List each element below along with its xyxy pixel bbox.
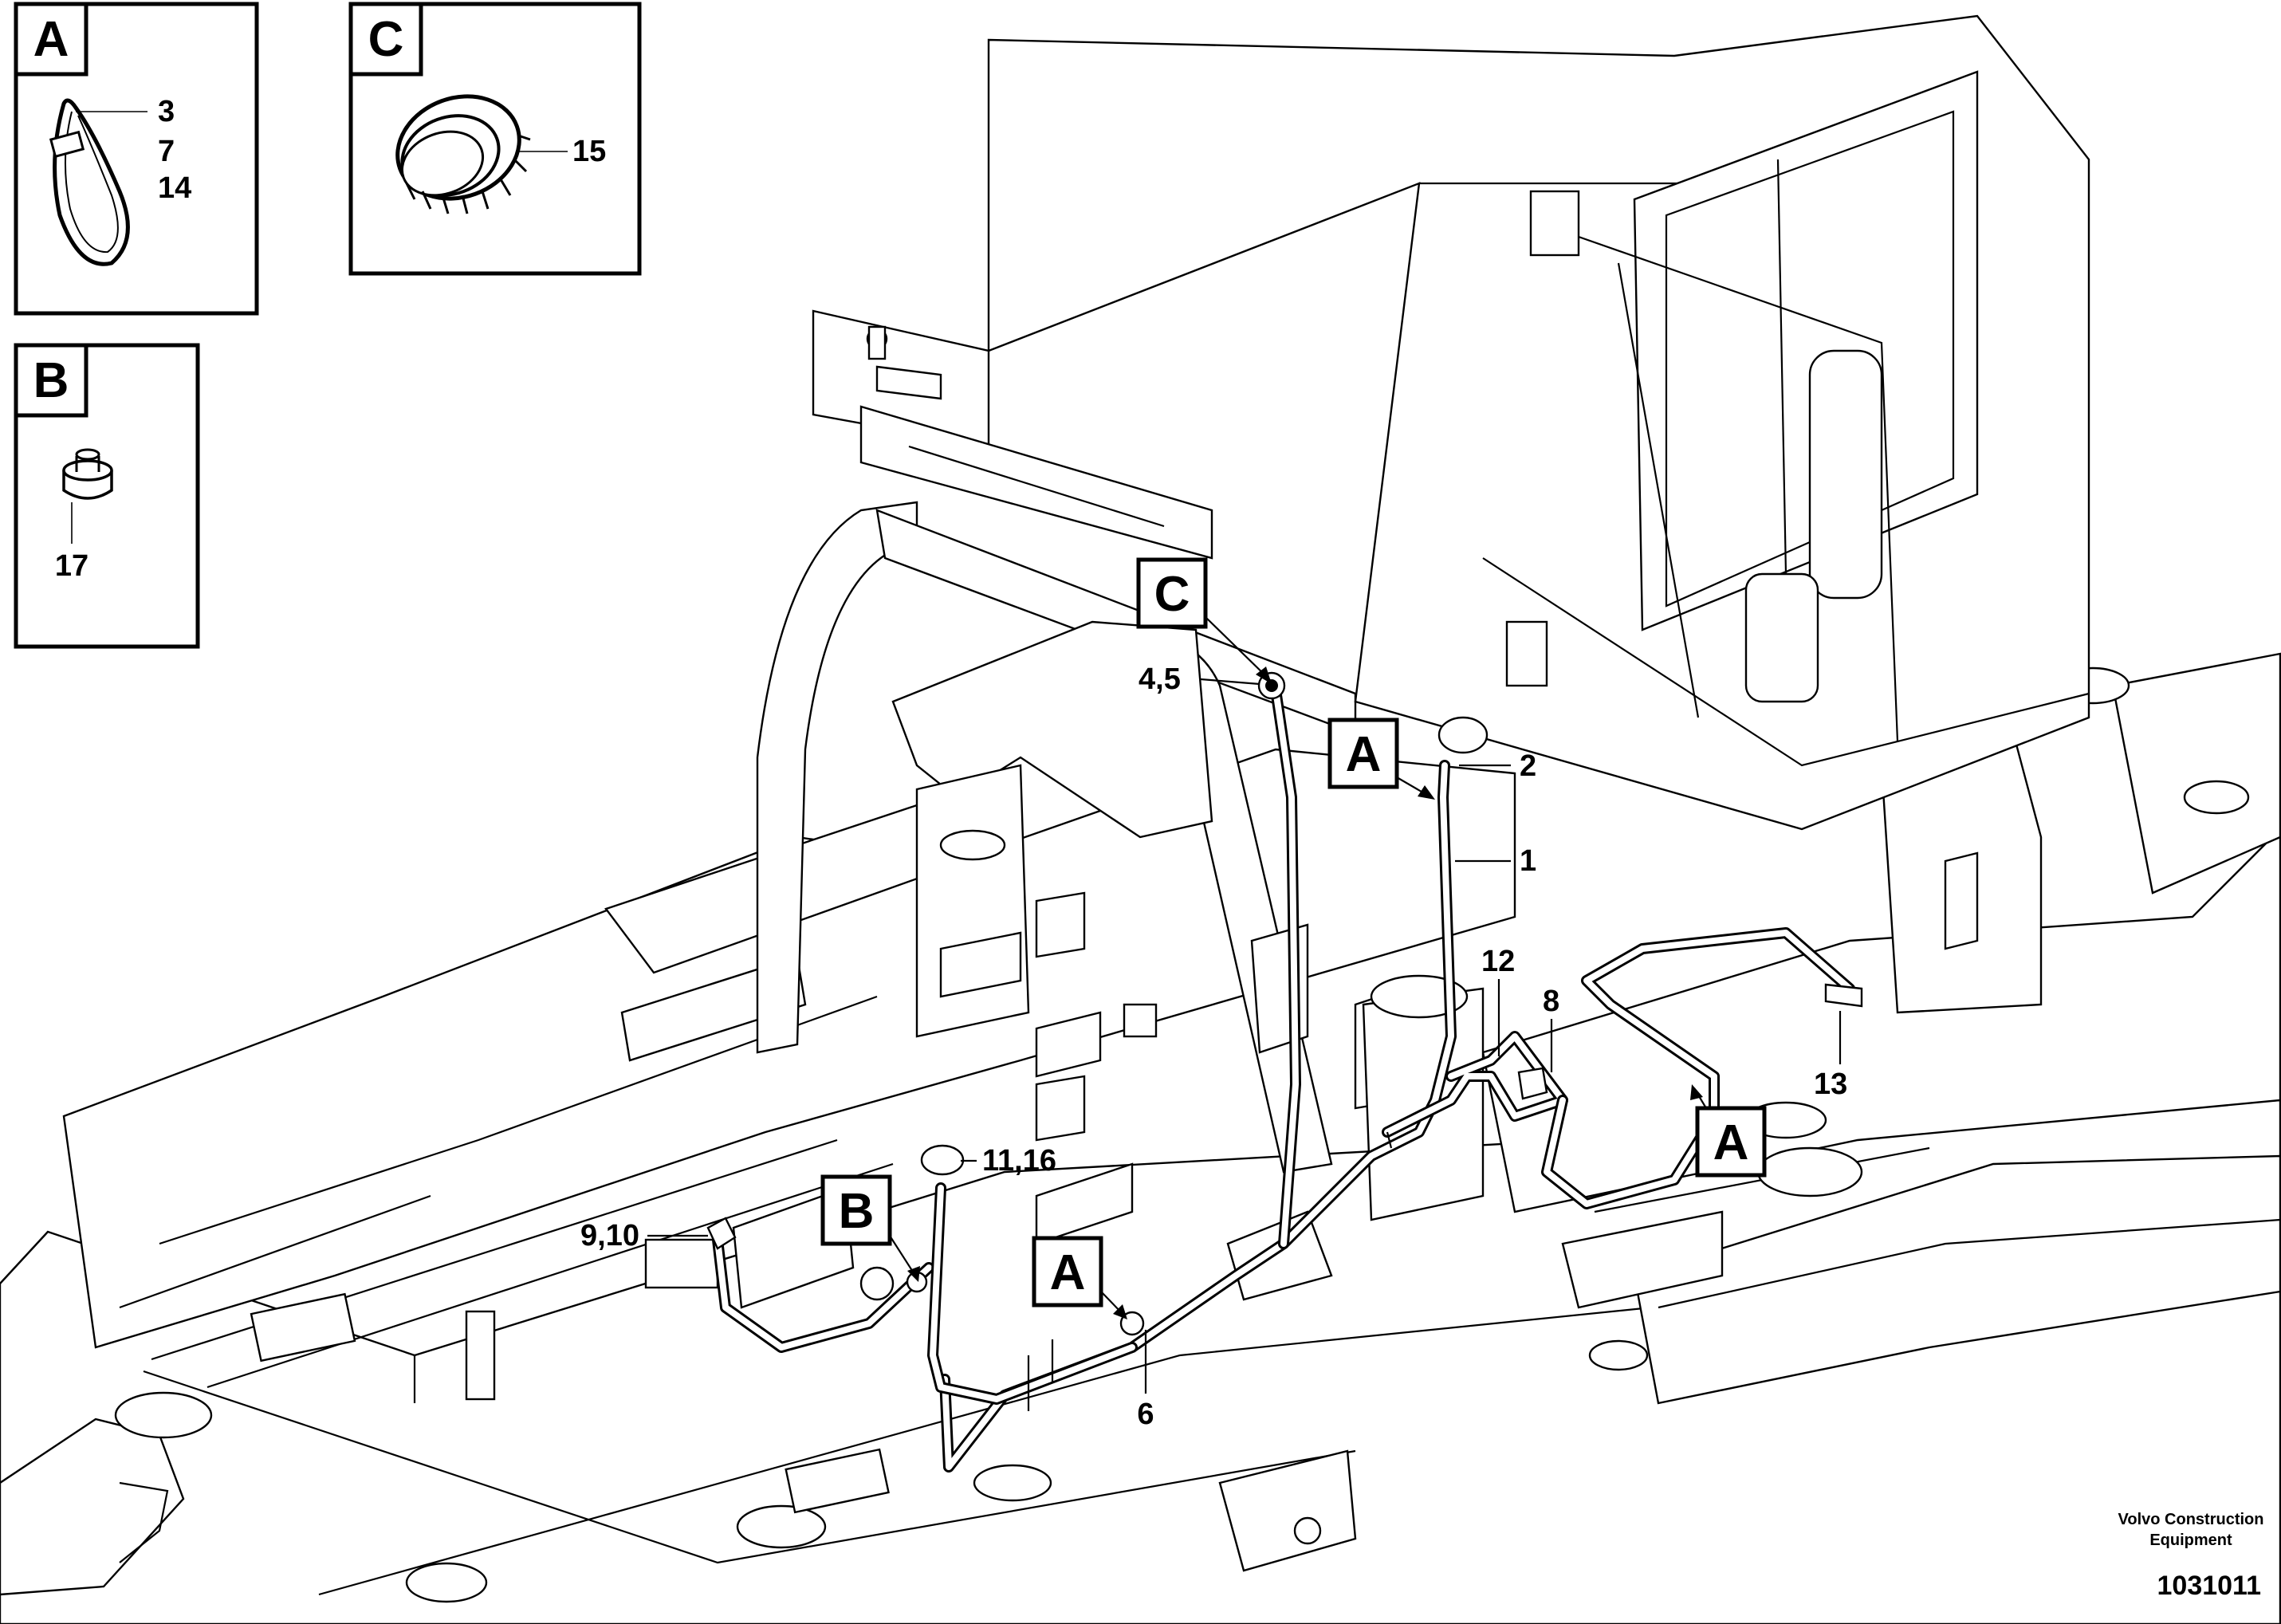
footer-block: Volvo Construction Equipment 1031011: [2118, 1511, 2264, 1601]
callout-14: 14: [158, 171, 191, 205]
svg-text:B: B: [839, 1184, 875, 1239]
clip-plug-icon: [62, 448, 113, 500]
hose-routing: [706, 671, 1863, 1473]
svg-text:1: 1: [1520, 844, 1536, 878]
svg-text:6: 6: [1137, 1398, 1154, 1431]
callout-15: 15: [572, 135, 606, 168]
marker-a-lower: A: [1032, 1236, 1127, 1319]
svg-text:C: C: [1154, 567, 1190, 622]
svg-text:A: A: [1050, 1245, 1086, 1300]
callout-7: 7: [158, 135, 175, 168]
marker-a-upper: A: [1327, 718, 1435, 800]
svg-text:12: 12: [1481, 945, 1515, 978]
marker-c-top: C: [1136, 557, 1272, 684]
svg-text:9,10: 9,10: [580, 1219, 639, 1252]
inset-a-letter: A: [33, 12, 69, 67]
callout-2: 2: [1459, 749, 1536, 783]
document-number: 1031011: [2157, 1571, 2262, 1601]
inset-panel-a: A 3 7 14: [14, 2, 259, 316]
marker-a-right: A: [1690, 1084, 1767, 1178]
svg-text:11,16: 11,16: [982, 1144, 1056, 1178]
callout-4-5: 4,5: [1139, 663, 1260, 696]
company-name-line1: Volvo Construction: [2118, 1511, 2264, 1528]
inset-c-letter: C: [368, 12, 404, 67]
chassis-frame-drawing: [0, 14, 2281, 1624]
callout-9-10: 9,10: [580, 1219, 708, 1252]
callout-6: 6: [1137, 1330, 1154, 1431]
svg-text:A: A: [1346, 727, 1382, 782]
callout-13: 13: [1814, 1011, 1847, 1101]
svg-text:A: A: [1713, 1115, 1749, 1170]
callout-12: 12: [1481, 945, 1515, 1056]
callout-1: 1: [1455, 844, 1536, 878]
callout-11-16: 11,16: [961, 1144, 1056, 1178]
inset-panel-b: B 17: [14, 343, 200, 649]
cable-tie-icon: [49, 98, 130, 266]
inset-b-letter: B: [33, 353, 69, 408]
svg-text:2: 2: [1520, 749, 1536, 783]
callout-17: 17: [55, 549, 88, 583]
svg-text:8: 8: [1543, 985, 1559, 1018]
inset-panel-c: C 15: [348, 2, 642, 276]
svg-text:4,5: 4,5: [1139, 663, 1181, 696]
marker-b-left: B: [820, 1174, 920, 1282]
grommet-ring-icon: [395, 94, 531, 214]
svg-text:13: 13: [1814, 1068, 1847, 1101]
company-name-line2: Equipment: [2149, 1532, 2232, 1549]
callout-3: 3: [158, 95, 175, 128]
callout-8: 8: [1543, 985, 1559, 1072]
